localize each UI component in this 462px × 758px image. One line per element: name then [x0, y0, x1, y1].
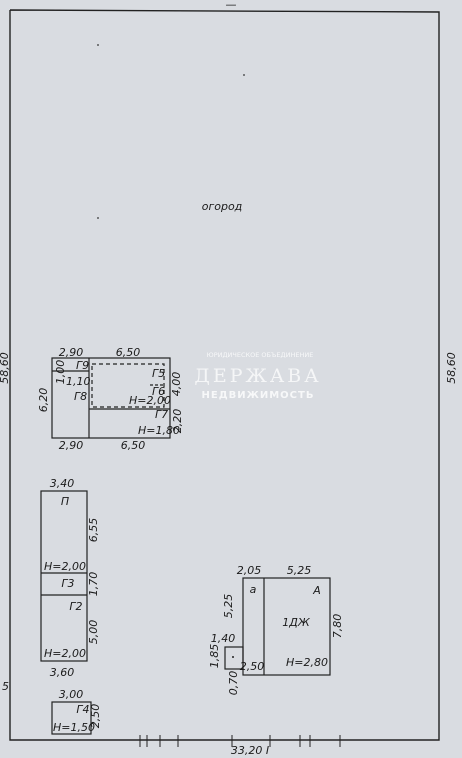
block-g4: [51, 701, 92, 735]
g4-top-dim: 3,00: [59, 688, 84, 701]
block-p-g2-g3: [40, 490, 88, 662]
g-block-top-left-dim: 2,90: [59, 346, 84, 359]
g-block-right-lower-dim: 2,20: [171, 409, 184, 434]
house-left-a-dim: 5,25: [222, 594, 235, 619]
label-g3: Г3: [61, 577, 74, 590]
house-bottom-a-dim: 2,50: [240, 660, 265, 673]
house-top-main-dim: 5,25: [287, 564, 312, 577]
left-side-length: 58,60: [0, 352, 11, 384]
house-height: Н=2,80: [286, 656, 328, 669]
block-g5-g9: [51, 357, 171, 439]
g4-right-dim: 2,50: [89, 704, 102, 729]
p-block-bottom-dim: 3,60: [50, 666, 75, 679]
house: [224, 577, 331, 676]
label-g5: Г5: [152, 367, 165, 380]
bottom-side-label: 33,20 I: [231, 744, 269, 757]
dot-mark: [232, 656, 234, 658]
g4-height: Н=1,50: [53, 721, 95, 734]
garden-label: огород: [202, 200, 243, 213]
g-block-right-dim: 4,00: [170, 372, 183, 397]
label-g2: Г2: [69, 600, 82, 613]
g-block-top-right-dim: 6,50: [116, 346, 141, 359]
p-block-top-dim: 3,40: [50, 477, 75, 490]
left-edge-mark: 5: [2, 680, 9, 693]
g-block-left-dim: 6,20: [37, 388, 50, 413]
house-left-small-dim: 1,85: [208, 644, 221, 669]
dot-mark: [243, 74, 245, 76]
right-side-length: 58,60: [445, 352, 458, 384]
g7-height: Н=1,80: [138, 424, 180, 437]
g-block-bottom-left-dim: 2,90: [59, 439, 84, 452]
house-small-top-dim: 1,40: [211, 632, 236, 645]
label-g4: Г4: [76, 703, 89, 716]
p-length-dim: 6,55: [87, 518, 100, 543]
house-right-dim: 7,80: [331, 614, 344, 639]
g8-dim-110: 1,10: [66, 375, 91, 388]
g3-length-dim: 1,70: [87, 572, 100, 597]
top-width-label: —: [226, 0, 237, 11]
house-left-bottom-dim: 0,70: [227, 671, 240, 696]
watermark-title: ДЕРЖАВА: [194, 365, 321, 387]
p-height: Н=2,00: [44, 560, 86, 573]
g9-height-dim: 1,00: [54, 360, 67, 385]
label-g7: Г7: [155, 408, 168, 421]
label-p: П: [61, 495, 69, 508]
watermark-subtitle: НЕДВИЖИМОСТЬ: [202, 390, 315, 401]
watermark-small: ЮРИДИЧЕСКОЕ ОБЪЕДИНЕНИЕ: [207, 351, 314, 359]
house-name: 1ДЖ: [282, 616, 311, 629]
g2-length-dim: 5,00: [87, 620, 100, 645]
dot-mark: [97, 217, 99, 219]
label-g9: Г9: [76, 359, 89, 372]
g-block-bottom-right-dim: 6,50: [121, 439, 146, 452]
label-g8: Г8: [74, 390, 87, 403]
label-A: А: [312, 584, 321, 597]
plot-boundary: [9, 9, 440, 741]
g5-g6-height: Н=2,00: [129, 394, 171, 407]
bottom-ticks: [139, 735, 341, 747]
house-top-a-dim: 2,05: [237, 564, 262, 577]
dot-mark: [97, 44, 99, 46]
g2-height: Н=2,00: [44, 647, 86, 660]
label-a-lower: а: [250, 583, 257, 596]
label-g6: Г6: [152, 385, 165, 398]
